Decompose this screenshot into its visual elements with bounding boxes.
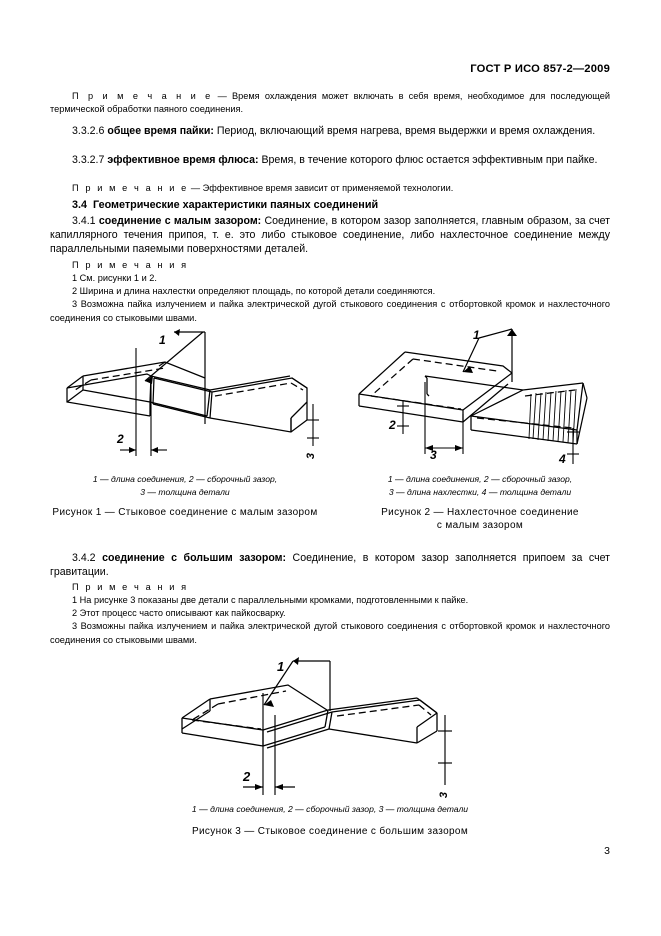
figure-2-callout-labels: 1 2 3 4: [345, 326, 615, 471]
notes-list-3-4-1: 1 См. рисунки 1 и 2. 2 Ширина и длина на…: [50, 272, 610, 325]
notes-label: П р и м е ч а н и я: [72, 582, 189, 592]
figure-1-key-line1: 1 — длина соединения, 2 — сборочный зазо…: [92, 474, 278, 484]
clause-definition: Соединение, в котором зазор заполняется,…: [50, 215, 610, 256]
note-flux-time: П р и м е ч а н и е — Эффективное время …: [50, 182, 610, 195]
callout-2-4-dimension: [567, 428, 579, 464]
note-text: — Эффективное время зависит от применяем…: [188, 183, 454, 193]
figure-2-callout-2: 2: [389, 418, 396, 432]
note-item: 1 См. рисунки 1 и 2.: [72, 273, 157, 283]
notes-label-3-4-1: П р и м е ч а н и я: [50, 259, 610, 272]
figure-1-caption-line1: Рисунок 1 — Стыковое соединение с малым …: [52, 507, 318, 518]
page-number: 3: [604, 845, 610, 857]
clause-3-3-2-7: 3.3.2.7 эффективное время флюса: Время, …: [50, 153, 610, 167]
callout-1-leader: [144, 329, 206, 424]
section-number: 3.4: [72, 199, 88, 211]
notes-label-3-4-2: П р и м е ч а н и я: [50, 581, 610, 594]
callout-3-3-dimension: [438, 715, 452, 785]
figure-2-drawing: [345, 326, 615, 471]
figure-3-drawing: [165, 653, 500, 803]
figure-2-callout-3: 3: [430, 448, 437, 462]
note-item: 3 Возможна пайка излучением и пайка элек…: [50, 299, 610, 323]
figure-1-drawing: [55, 326, 320, 466]
clause-number: 3.4.2: [72, 552, 96, 564]
section-title: Геометрические характеристики паяных сое…: [93, 199, 379, 211]
clause-number: 3.4.1: [72, 215, 96, 227]
figure-2-caption-line1: Рисунок 2 — Нахлесточное соединение: [381, 507, 579, 518]
figure-2-callout-4: 4: [559, 452, 566, 466]
figure-2-key: 1 — длина соединения, 2 — сборочный зазо…: [345, 473, 615, 498]
note-text: — Время охлаждения может включать в себя…: [50, 91, 610, 114]
callout-3-dimension: [307, 404, 319, 446]
clause-term: соединение с малым зазором:: [98, 215, 262, 227]
clause-number: 3.3.2.7: [72, 154, 105, 166]
figure-3-callout-1: 1: [277, 659, 285, 674]
notes-label: П р и м е ч а н и я: [72, 260, 189, 270]
notes-list-3-4-2: 1 На рисунке 3 показаны две детали с пар…: [50, 594, 610, 647]
clause-3-4-1: 3.4.1 соединение с малым зазором: Соедин…: [50, 214, 610, 257]
figure-1-callout-1: 1: [159, 333, 166, 347]
figure-3-caption: Рисунок 3 — Стыковое соединение с больши…: [50, 825, 610, 838]
callout-3-2-dimension: [243, 693, 295, 795]
figure-1-callout-2: 2: [117, 432, 124, 446]
note-label: П р и м е ч а н и е: [72, 183, 189, 193]
figure-3-key-line1: 1 — длина соединения, 2 — сборочный зазо…: [191, 804, 469, 814]
figure-2-callout-1: 1: [473, 328, 480, 342]
document-header-title: ГОСТ Р ИСО 857-2—2009: [470, 63, 610, 75]
clause-definition: Соединение, в котором зазор заполняется …: [50, 552, 611, 579]
clause-number: 3.3.2.6: [72, 125, 105, 137]
clause-term: общее время пайки:: [107, 125, 214, 137]
figure-3-callout-2: 2: [243, 769, 251, 784]
callout-2-1-leader: [462, 328, 517, 373]
clause-term: соединение с большим зазором:: [102, 552, 287, 564]
note-item: 2 Ширина и длина нахлестки определяют пл…: [72, 286, 436, 297]
figure-1-key-line2: 3 — толщина детали: [140, 486, 230, 497]
note-item: 3 Возможны пайка излучением и пайка элек…: [50, 621, 610, 645]
figure-2-caption: Рисунок 2 — Нахлесточное соединение с ма…: [345, 506, 615, 533]
callout-2-dimension: [120, 348, 167, 456]
figure-2-caption-line2: с малым зазором: [436, 520, 524, 532]
note-label: П р и м е ч а н и е: [72, 91, 213, 101]
page-content: ГОСТ Р ИСО 857-2—2009 П р и м е ч а н и …: [50, 0, 610, 936]
clause-3-3-2-6: 3.3.2.6 общее время пайки: Период, включ…: [50, 124, 610, 138]
section-heading-3-4: 3.4 Геометрические характеристики паяных…: [50, 199, 610, 211]
clause-definition: Период, включающий время нагрева, время …: [216, 125, 596, 137]
clause-definition: Время, в течение которого флюс остается …: [261, 154, 598, 166]
figure-1-caption: Рисунок 1 — Стыковое соединение с малым …: [50, 506, 320, 519]
callout-3-1-leader: [263, 657, 331, 711]
figure-3-caption-line1: Рисунок 3 — Стыковое соединение с больши…: [191, 826, 469, 837]
note-cooling-time: П р и м е ч а н и е — Время охлаждения м…: [50, 90, 610, 116]
callout-2-2-dimension: [397, 400, 409, 434]
figure-3-key: 1 — длина соединения, 2 — сборочный зазо…: [50, 803, 610, 816]
callout-2-3-dimension: [424, 382, 464, 454]
note-item: 2 Этот процесс часто описывают как пайко…: [72, 608, 286, 619]
note-item: 1 На рисунке 3 показаны две детали с пар…: [72, 595, 469, 605]
figure-3-callout-labels: 1 2 3: [165, 653, 500, 803]
figure-2-key-line1: 1 — длина соединения, 2 — сборочный зазо…: [387, 474, 573, 484]
figure-1-key: 1 — длина соединения, 2 — сборочный зазо…: [50, 473, 320, 498]
figure-2-key-line2: 3 — длина нахлестки, 4 — толщина детали: [388, 486, 572, 497]
figure-1-callout-labels: 1 2 3: [55, 326, 320, 466]
joint-hatching: [528, 388, 577, 444]
figure-3-callout-3: 3: [438, 791, 451, 799]
figure-1-callout-3: 3: [305, 452, 318, 460]
clause-3-4-2: 3.4.2 соединение с большим зазором: Соед…: [50, 551, 610, 579]
clause-term: эффективное время флюса:: [107, 154, 259, 166]
